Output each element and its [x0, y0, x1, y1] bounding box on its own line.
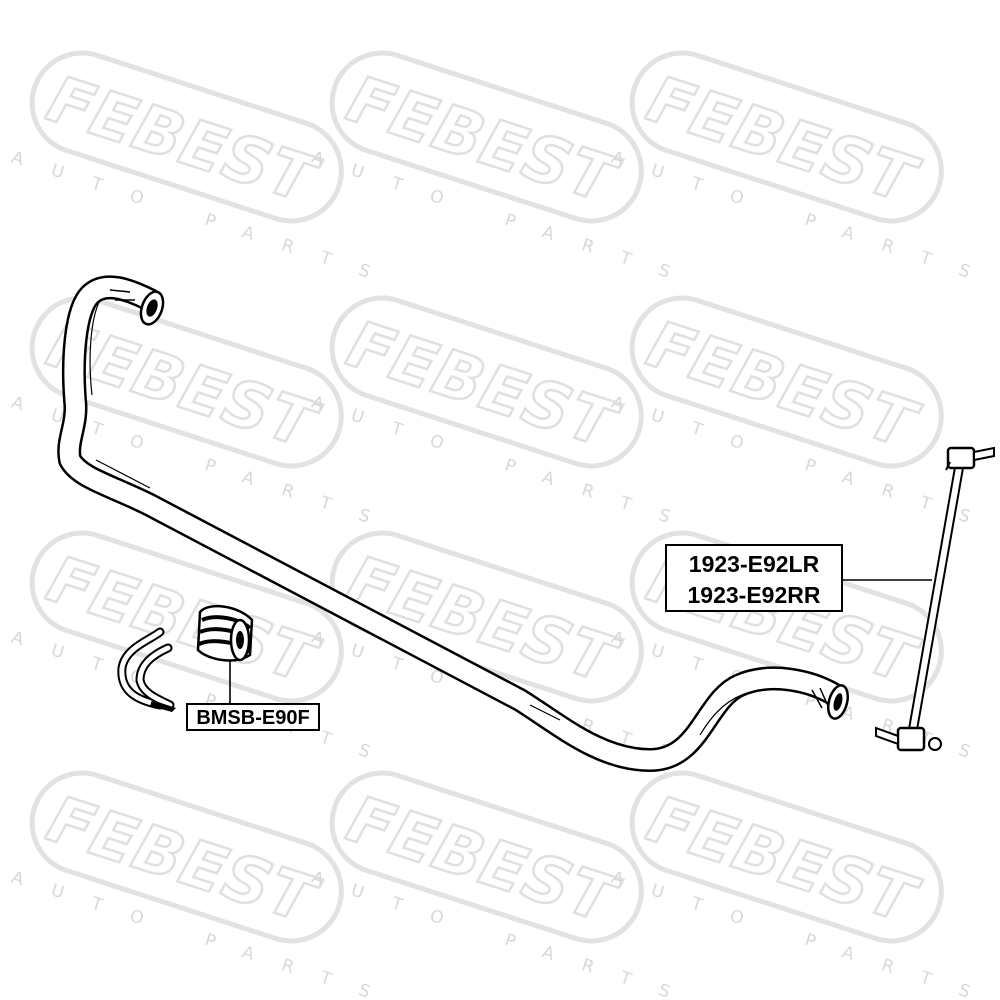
link-left-part-number: 1923-E92LR	[689, 551, 820, 577]
watermark-brand: FEBEST	[39, 63, 327, 220]
watermark-brand: FEBEST	[639, 783, 927, 940]
watermark-frame	[629, 770, 944, 944]
watermark-brand: FEBEST	[339, 63, 627, 220]
link-part-label[interactable]: 1923-E92LR 1923-E92RR	[665, 544, 843, 612]
bushing-part-label[interactable]: BMSB-E90F	[186, 703, 320, 731]
link-right-part-number: 1923-E92RR	[688, 582, 821, 608]
watermark-brand: FEBEST	[639, 63, 927, 220]
watermark-frame	[29, 50, 344, 224]
watermark-frame	[329, 50, 644, 224]
link-bottom-joint	[875, 726, 942, 752]
watermark-brand: FEBEST	[339, 308, 627, 465]
watermark-frame	[629, 295, 944, 469]
stabilizer-bushing	[196, 604, 254, 662]
stabilizer-link	[875, 446, 995, 752]
bushing-bracket	[117, 627, 176, 712]
watermark-frame	[329, 295, 644, 469]
bar-end-left	[109, 289, 165, 326]
watermark-brand: FEBEST	[39, 783, 327, 940]
watermark-frame	[29, 530, 344, 704]
watermark-frame	[29, 770, 344, 944]
watermark-frame	[329, 770, 644, 944]
watermark-brand: FEBEST	[639, 308, 927, 465]
stabilizer-bar	[57, 275, 849, 772]
bushing-part-number: BMSB-E90F	[196, 707, 309, 729]
watermark-frame	[29, 295, 344, 469]
bar-end-right	[811, 684, 849, 720]
link-top-joint	[945, 446, 995, 471]
watermark-brand: FEBEST	[339, 783, 627, 940]
watermark-frame	[629, 50, 944, 224]
